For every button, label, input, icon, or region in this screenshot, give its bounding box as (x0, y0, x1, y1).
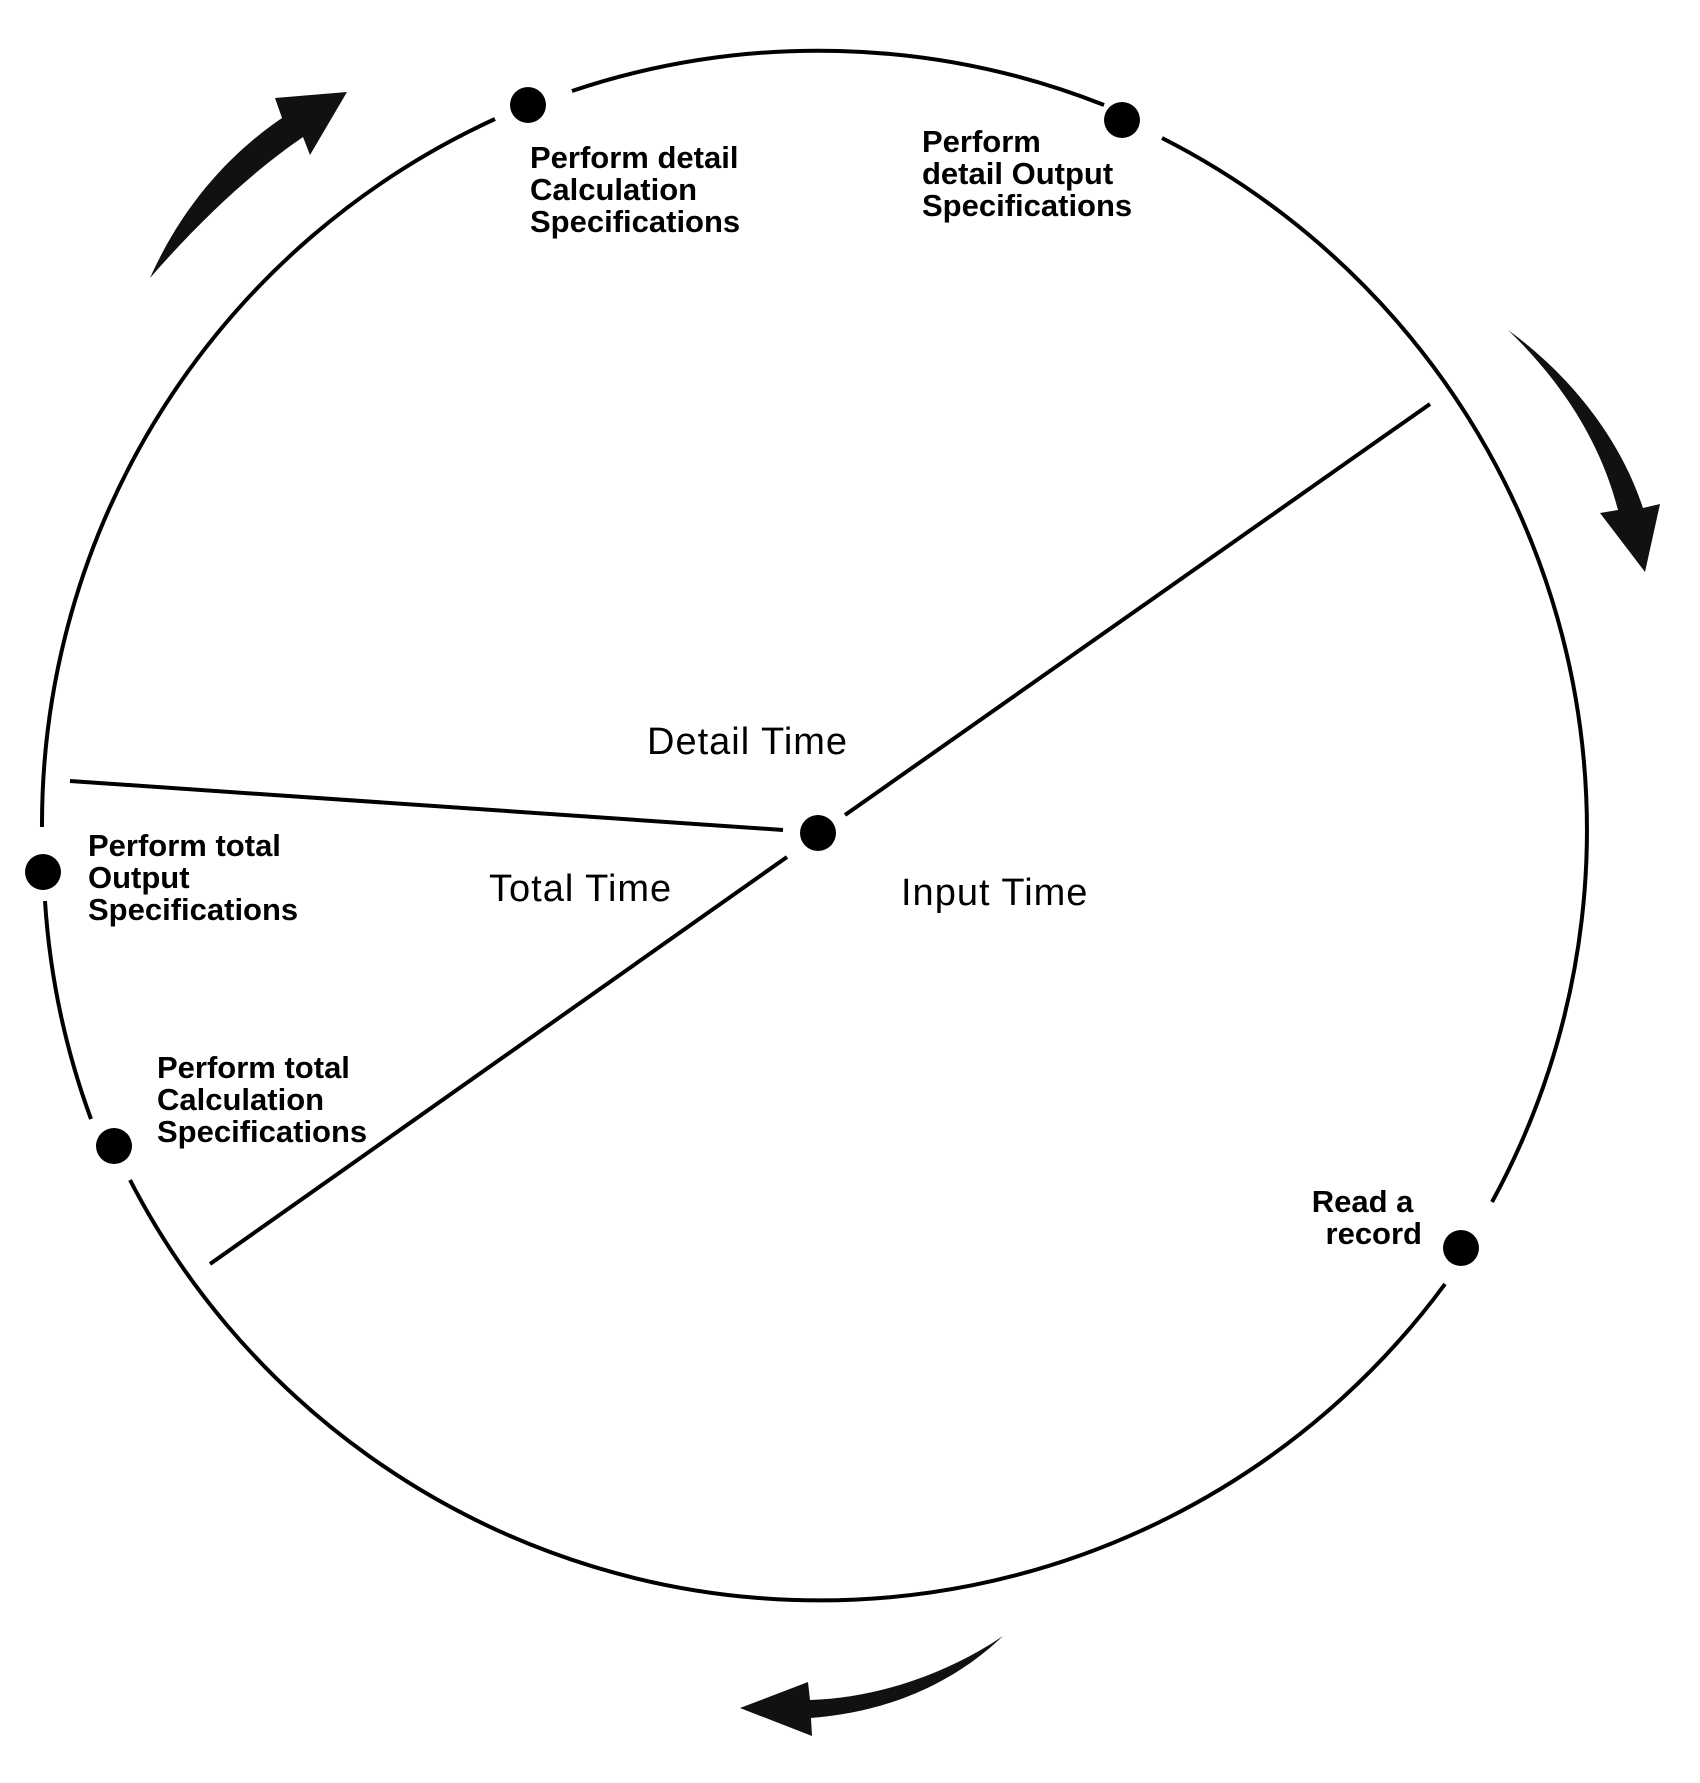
node-dot-detail-calc (510, 87, 546, 123)
cycle-ring (39, 48, 1589, 1603)
flow-arrow-right (1508, 330, 1660, 572)
node-label-detail-output: Perform detail Output Specifications (922, 124, 1132, 223)
cycle-arc-lower-left (43, 900, 93, 1120)
node-dots (25, 87, 1479, 1266)
cycle-arc-top (571, 48, 1105, 107)
node-dot-center (800, 815, 836, 851)
node-label-detail-calc: Perform detail Calculation Specification… (530, 140, 747, 239)
sector-dividers (69, 402, 1432, 1266)
cycle-arc-right (1161, 136, 1589, 1203)
cycle-arc-bottom (128, 1179, 1447, 1603)
node-label-total-output: Perform total Output Specifications (88, 828, 298, 927)
node-dot-total-calc (96, 1128, 132, 1164)
node-label-total-calc: Perform total Calculation Specifications (157, 1050, 367, 1149)
sector-label-detail-time: Detail Time (647, 721, 848, 763)
flow-arrow-bottom (740, 1636, 1003, 1736)
cycle-arc-left (39, 117, 496, 828)
divider-detail-total (69, 779, 784, 832)
node-dot-detail-output (1104, 102, 1140, 138)
sector-label-input-time: Input Time (901, 872, 1088, 914)
divider-total-input (208, 855, 789, 1266)
node-dot-total-output (25, 854, 61, 890)
node-dot-read-record (1443, 1230, 1479, 1266)
flow-arrows (150, 92, 1660, 1736)
flow-arrow-upper-left (150, 92, 347, 278)
sector-label-total-time: Total Time (489, 868, 672, 910)
divider-detail-input (843, 402, 1432, 817)
node-label-read-record: Read a record (1312, 1184, 1422, 1251)
